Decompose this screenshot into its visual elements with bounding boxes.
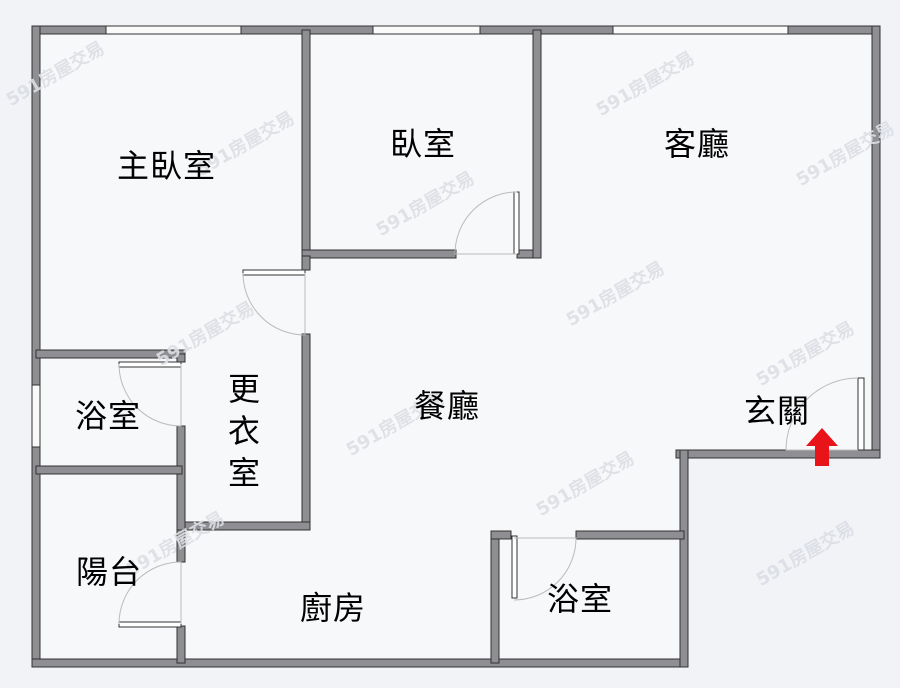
entrance-arrow-icon [806, 428, 838, 466]
room-label-bedroom: 臥室 [390, 125, 457, 163]
room-label-walk-in-closet: 更 衣 室 [227, 370, 260, 492]
room-label-dining-room: 餐廳 [414, 387, 481, 425]
room-label-bathroom-1: 浴室 [75, 397, 142, 435]
room-label-balcony: 陽台 [76, 553, 143, 591]
room-label-entrance: 玄關 [744, 392, 811, 430]
room-label-master-bedroom: 主臥室 [117, 147, 217, 185]
room-label-living-room: 客廳 [664, 125, 731, 163]
room-label-kitchen: 廚房 [300, 589, 367, 627]
room-label-bathroom-2: 浴室 [547, 580, 614, 618]
